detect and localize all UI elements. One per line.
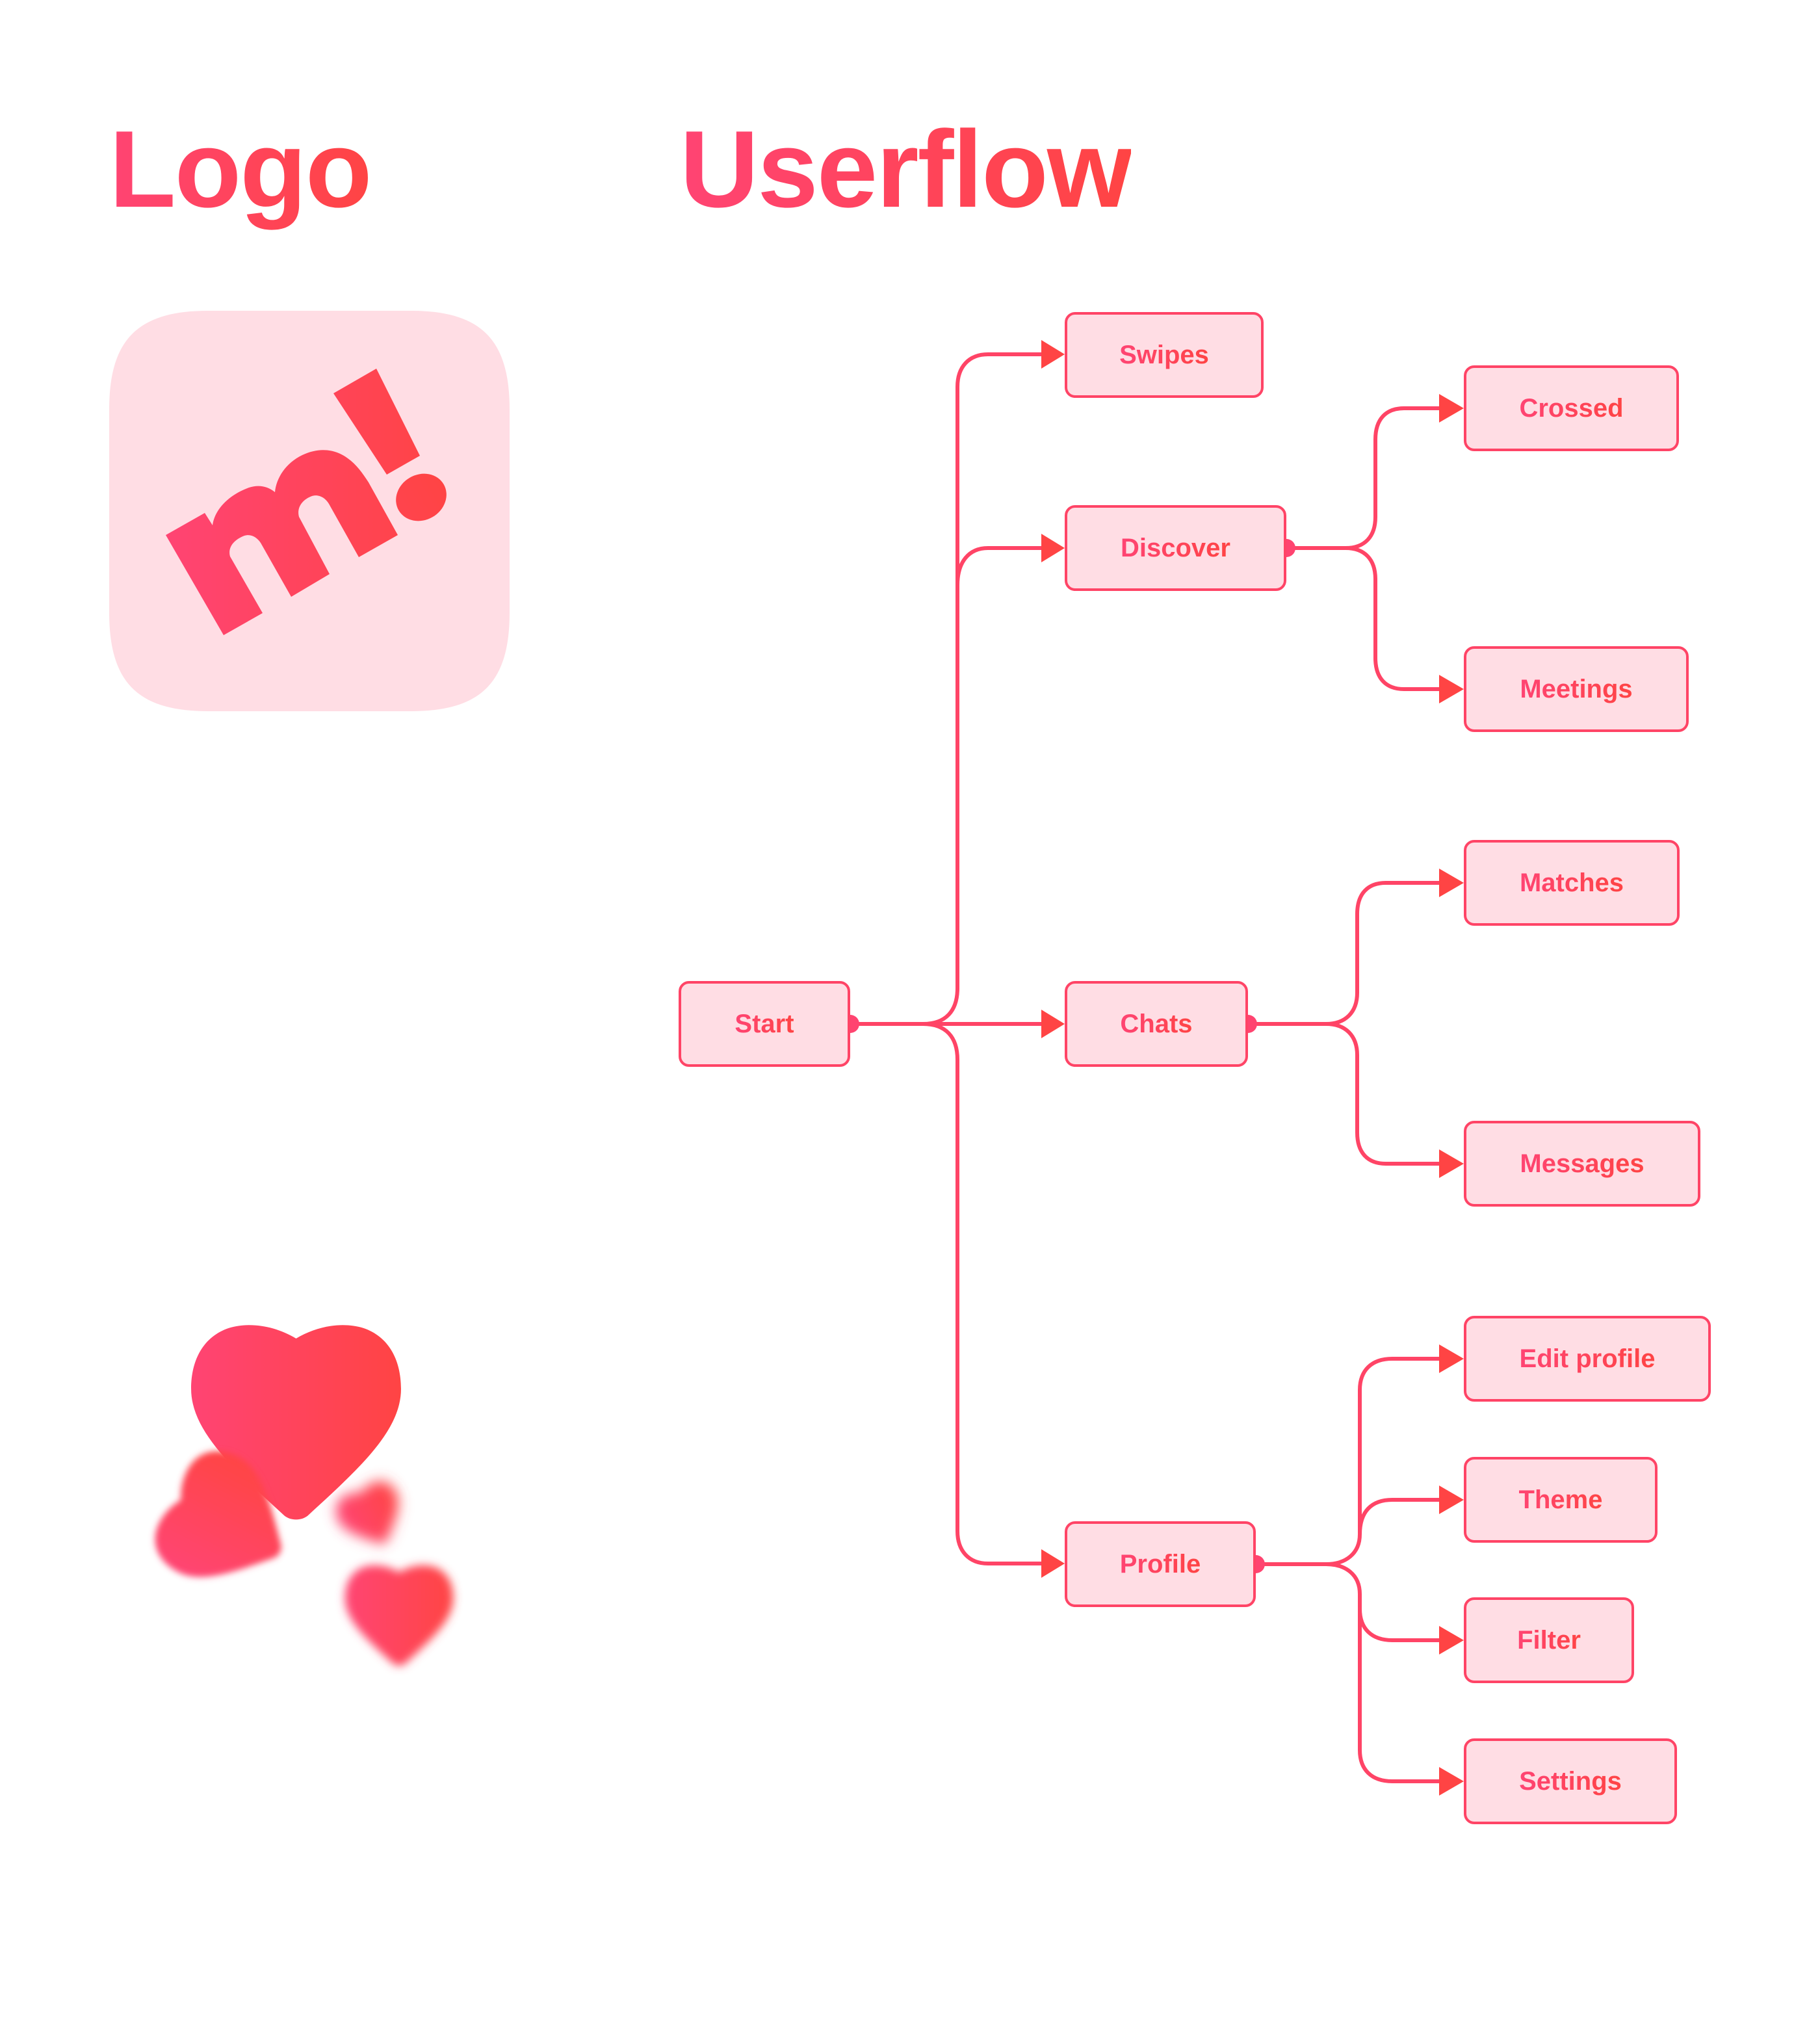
arrowhead-icon (1041, 1010, 1065, 1038)
flow-node-theme[interactable]: Theme (1464, 1457, 1658, 1543)
connector-profile-theme (1358, 1498, 1440, 1535)
app-icon-background (109, 311, 510, 711)
flow-node-label: Filter (1517, 1625, 1581, 1655)
arrowhead-icon (1439, 394, 1464, 423)
logo-section-title: Logo (109, 104, 372, 234)
flow-node-label: Swipes (1119, 340, 1209, 369)
connector-start-profile (922, 1022, 1043, 1565)
app-icon (109, 311, 510, 711)
flow-node-discover[interactable]: Discover (1065, 505, 1286, 591)
arrowhead-icon (1041, 1549, 1065, 1578)
m-letter-icon (166, 450, 398, 635)
arrowhead-icon (1439, 869, 1464, 897)
flow-node-filter[interactable]: Filter (1464, 1597, 1634, 1683)
flow-node-label: Crossed (1519, 393, 1624, 423)
arrowhead-icon (1439, 1486, 1464, 1514)
arrowhead-icon (1439, 1767, 1464, 1796)
arrowhead-icon (1439, 675, 1464, 703)
flow-node-chats[interactable]: Chats (1065, 981, 1248, 1067)
connector-profile-edit-profile (1256, 1357, 1440, 1566)
arrowhead-icon (1439, 1149, 1464, 1178)
arrowhead-icon (1439, 1344, 1464, 1373)
flow-node-edit-profile[interactable]: Edit profile (1464, 1316, 1711, 1402)
connector-start-swipes (850, 352, 1043, 1026)
flow-node-label: Start (734, 1009, 794, 1038)
connector-profile-settings (1358, 1594, 1440, 1783)
flow-node-messages[interactable]: Messages (1464, 1121, 1700, 1207)
flow-node-label: Messages (1520, 1149, 1644, 1178)
connector-discover-crossed (1286, 406, 1440, 550)
arrowhead-icon (1439, 1626, 1464, 1655)
flow-node-label: Theme (1518, 1485, 1603, 1514)
userflow-section-title: Userflow (680, 104, 1132, 234)
arrowhead-icon (1041, 534, 1065, 562)
flow-node-crossed[interactable]: Crossed (1464, 365, 1679, 451)
flow-node-label: Meetings (1520, 674, 1633, 703)
flow-node-swipes[interactable]: Swipes (1065, 312, 1264, 398)
connector-chats-matches (1248, 881, 1440, 1026)
flow-node-start[interactable]: Start (679, 981, 850, 1067)
flow-node-label: Discover (1121, 533, 1230, 562)
connector-profile-filter (1325, 1562, 1440, 1642)
connector-start-discover (956, 546, 1043, 586)
connector-chats-messages (1325, 1022, 1440, 1166)
flow-node-settings[interactable]: Settings (1464, 1738, 1677, 1824)
arrowhead-icon (1041, 340, 1065, 369)
exclamation-icon (333, 369, 447, 521)
flow-node-label: Edit profile (1519, 1344, 1656, 1373)
flow-node-label: Profile (1119, 1549, 1201, 1578)
flow-node-label: Chats (1120, 1009, 1193, 1038)
connector-discover-meetings (1345, 546, 1440, 691)
flow-node-label: Matches (1519, 868, 1624, 897)
flow-node-meetings[interactable]: Meetings (1464, 646, 1689, 732)
flow-node-profile[interactable]: Profile (1065, 1521, 1256, 1607)
flow-node-matches[interactable]: Matches (1464, 840, 1680, 926)
flow-node-label: Settings (1519, 1766, 1622, 1796)
